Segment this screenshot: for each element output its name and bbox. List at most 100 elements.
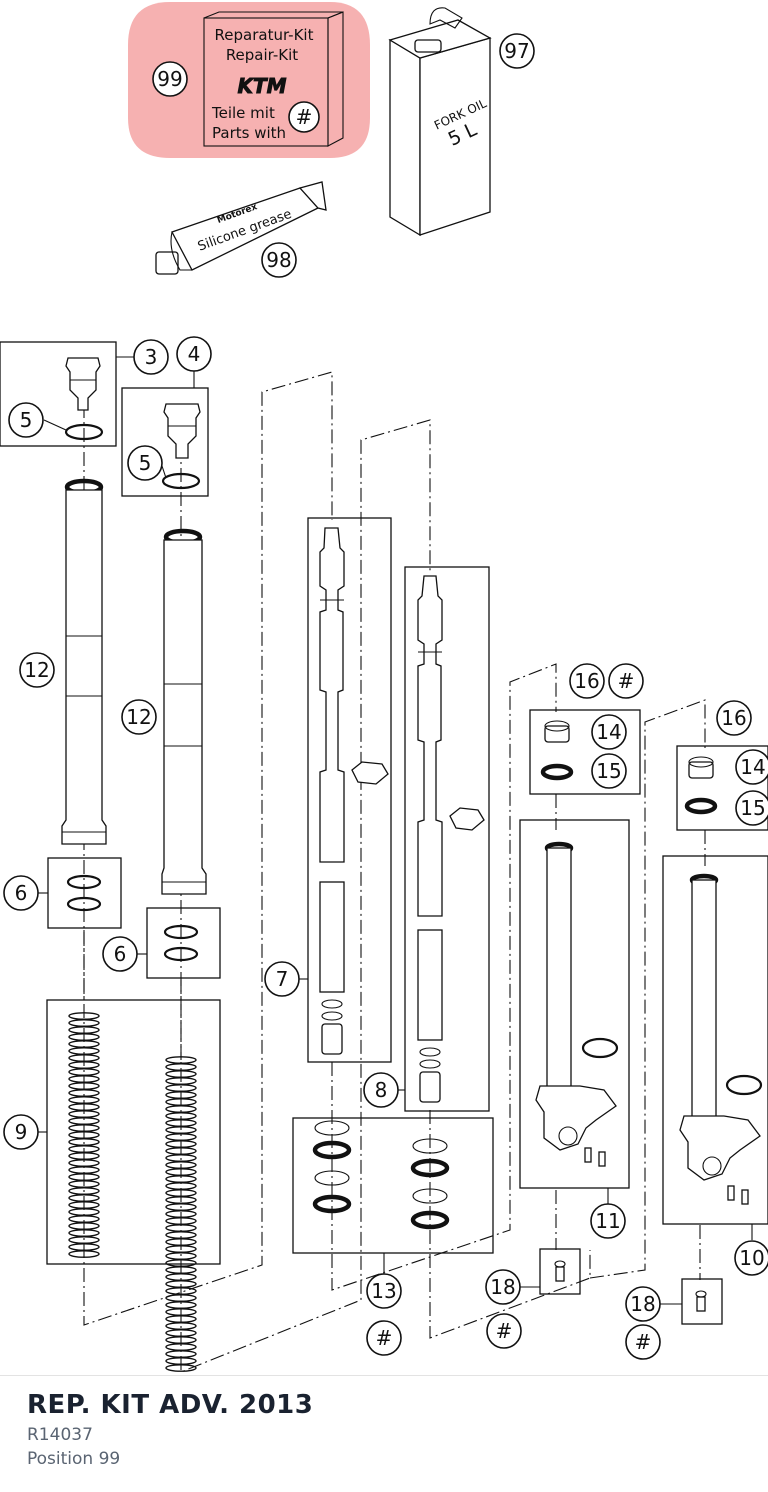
box-4 <box>121 387 209 497</box>
exploded-parts-diagram: Reparatur-Kit Repair-Kit KTM Teile mit P… <box>0 2 768 1373</box>
outer-tube-12a[interactable] <box>61 478 107 845</box>
callout-14a[interactable]: 14 <box>591 714 627 750</box>
spring-coil <box>68 1250 100 1258</box>
callout-6b[interactable]: 6 <box>102 936 138 972</box>
svg-text:99: 99 <box>157 67 182 91</box>
svg-text:5: 5 <box>139 451 152 475</box>
callout-99[interactable]: 99 <box>152 61 188 97</box>
fork-oil-can[interactable]: FORK OIL 5 L <box>388 7 492 237</box>
callout-5a[interactable]: 5 <box>8 402 44 438</box>
part-code: R14037 <box>27 1425 93 1445</box>
svg-text:18: 18 <box>630 1292 655 1316</box>
screw-18a[interactable] <box>554 1260 566 1282</box>
callout-hash-1[interactable]: # <box>366 1320 402 1356</box>
callout-6a[interactable]: 6 <box>3 875 39 911</box>
callout-18b[interactable]: 18 <box>625 1286 661 1322</box>
callout-11[interactable]: 11 <box>590 1203 626 1239</box>
silicone-grease-tube[interactable]: Motorex Silicone grease <box>155 181 327 275</box>
springs-9[interactable] <box>68 1012 197 1372</box>
svg-text:6: 6 <box>15 881 28 905</box>
box-11 <box>519 819 630 1189</box>
box-14-15b <box>676 745 768 831</box>
kit-line4: Parts with <box>212 124 286 142</box>
callout-3[interactable]: 3 <box>133 339 169 375</box>
svg-text:4: 4 <box>188 342 201 366</box>
callout-14b[interactable]: 14 <box>735 749 768 785</box>
svg-text:7: 7 <box>276 967 289 991</box>
washers-6a[interactable] <box>66 874 102 912</box>
svg-text:18: 18 <box>490 1275 515 1299</box>
fork-cap-4[interactable] <box>161 403 201 490</box>
spring-coil <box>165 1364 197 1372</box>
svg-text:#: # <box>296 105 313 129</box>
callout-4[interactable]: 4 <box>176 336 212 372</box>
repair-kit-box[interactable]: Reparatur-Kit Repair-Kit KTM Teile mit P… <box>203 11 344 147</box>
kit-line3: Teile mit <box>211 104 275 122</box>
svg-text:#: # <box>635 1330 652 1354</box>
callout-5b[interactable]: 5 <box>127 445 163 481</box>
svg-text:16: 16 <box>721 706 746 730</box>
kit-marker-callout: # <box>288 101 320 133</box>
box-6b <box>146 907 221 979</box>
box-10 <box>662 855 768 1225</box>
svg-text:97: 97 <box>504 39 529 63</box>
callout-97[interactable]: 97 <box>499 33 535 69</box>
svg-text:#: # <box>376 1326 393 1350</box>
kit-title: REP. KIT ADV. 2013 <box>27 1390 314 1420</box>
box-3 <box>0 341 117 447</box>
callout-9[interactable]: 9 <box>3 1114 39 1150</box>
svg-text:15: 15 <box>596 759 621 783</box>
svg-text:11: 11 <box>595 1209 620 1233</box>
bushings-14-15a[interactable] <box>540 720 574 781</box>
box-8 <box>404 566 490 1112</box>
callout-12a[interactable]: 12 <box>19 652 55 688</box>
callout-16a[interactable]: 16 <box>569 663 605 699</box>
callout-18a[interactable]: 18 <box>485 1269 521 1305</box>
callout-12b[interactable]: 12 <box>121 699 157 735</box>
svg-text:98: 98 <box>266 248 291 272</box>
fork-cap-3[interactable] <box>64 357 104 441</box>
svg-text:15: 15 <box>740 796 765 820</box>
callout-hash-4[interactable]: # <box>625 1324 661 1360</box>
callout-16b[interactable]: 16 <box>716 700 752 736</box>
seal-set-13[interactable] <box>312 1120 450 1230</box>
bushings-14-15b[interactable] <box>684 756 718 815</box>
callout-15a[interactable]: 15 <box>591 753 627 789</box>
svg-text:9: 9 <box>15 1120 28 1144</box>
callout-8[interactable]: 8 <box>363 1072 399 1108</box>
svg-text:3: 3 <box>145 345 158 369</box>
callout-hash-3[interactable]: # <box>608 663 644 699</box>
kit-brand-logo: KTM <box>237 74 286 98</box>
callout-10[interactable]: 10 <box>734 1240 768 1276</box>
svg-text:6: 6 <box>114 942 127 966</box>
position-label: Position 99 <box>27 1449 121 1469</box>
callout-98[interactable]: 98 <box>261 242 297 278</box>
kit-line2: Repair-Kit <box>226 46 298 64</box>
inner-tube-11[interactable] <box>535 841 619 1167</box>
box-18b <box>681 1278 723 1325</box>
cartridge-8[interactable] <box>417 575 485 1103</box>
svg-text:13: 13 <box>371 1279 396 1303</box>
cartridge-7[interactable] <box>319 527 389 1055</box>
svg-text:8: 8 <box>375 1078 388 1102</box>
svg-text:10: 10 <box>739 1246 764 1270</box>
svg-text:12: 12 <box>126 705 151 729</box>
callout-7[interactable]: 7 <box>264 961 300 997</box>
washers-6b[interactable] <box>163 924 199 962</box>
box-13 <box>292 1117 494 1254</box>
svg-text:5: 5 <box>20 408 33 432</box>
svg-text:#: # <box>618 669 635 693</box>
box-18a <box>539 1248 581 1295</box>
callout-13[interactable]: 13 <box>366 1273 402 1309</box>
svg-text:14: 14 <box>740 755 765 779</box>
callout-15b[interactable]: 15 <box>735 790 768 826</box>
outer-tube-12b[interactable] <box>161 528 207 895</box>
kit-line1: Reparatur-Kit <box>215 26 314 44</box>
box-14-15a <box>529 709 641 795</box>
box-7 <box>307 517 392 1063</box>
svg-text:16: 16 <box>574 669 599 693</box>
callout-hash-2[interactable]: # <box>486 1313 522 1349</box>
inner-tube-10[interactable] <box>679 873 763 1205</box>
screw-18b[interactable] <box>695 1290 707 1312</box>
svg-text:#: # <box>496 1319 513 1343</box>
